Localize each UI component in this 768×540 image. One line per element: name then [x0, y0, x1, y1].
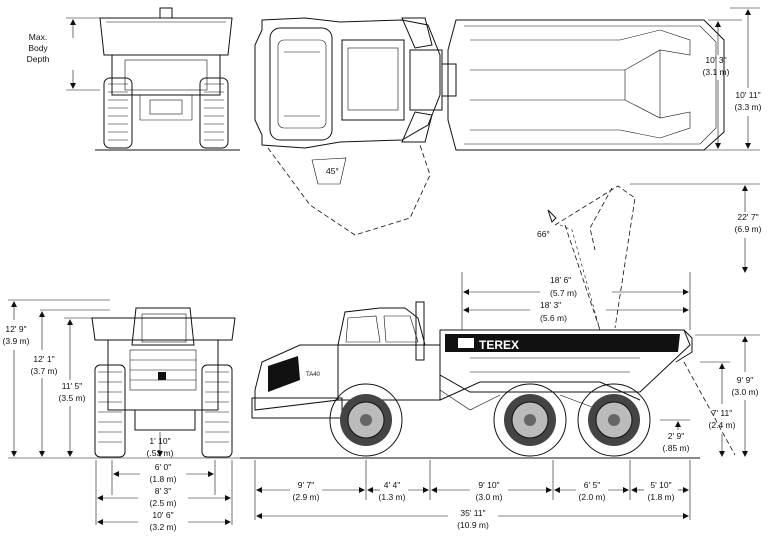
- height-body-dim: 11' 5": [62, 381, 83, 391]
- articulation-angle-label: 45°: [326, 166, 339, 176]
- front-overhang-dim-m: (2.9 m): [293, 492, 320, 502]
- body-depth-label-1: Max.: [29, 32, 47, 42]
- rear-height-dim-m: (3.0 m): [732, 387, 759, 397]
- width-overall-dim: 10' 6": [152, 510, 173, 520]
- raised-body-outline: 66° 22' 7" (6.9 m): [537, 183, 762, 331]
- front-axle-dim: 4' 4": [384, 480, 400, 490]
- dump-height-dim-m: (6.9 m): [735, 224, 762, 234]
- height-overall-dim: 12' 9": [5, 324, 26, 334]
- rear-wheelbase-dim-m: (2.0 m): [579, 492, 606, 502]
- height-body-dim-m: (3.5 m): [59, 393, 86, 403]
- front-axle-dim-m: (1.3 m): [379, 492, 406, 502]
- body-length-dim-m: (5.7 m): [550, 288, 577, 298]
- overall-length-dim-m: (10.9 m): [457, 520, 489, 530]
- front-view: 12' 9" (3.9 m) 12' 1" (3.7 m) 11' 5" (3.…: [3, 299, 240, 532]
- rear-overhang-dim: 5' 10": [650, 480, 671, 490]
- track-dim-m: (1.8 m): [150, 474, 177, 484]
- height-overall-dim-m: (3.9 m): [3, 336, 30, 346]
- body-inner-dim: 18' 3": [540, 300, 561, 310]
- side-view: 18' 6" (5.7 m) 18' 3" (5.6 m) TEREX TA40: [240, 272, 760, 530]
- body-depth-label-2: Body: [28, 43, 48, 53]
- width-overall-dim-m: (3.2 m): [150, 522, 177, 532]
- ground-clearance-dim: 1' 10": [149, 436, 170, 446]
- body-length-dim: 18' 6": [550, 275, 571, 285]
- tail-low-dim: 2' 9": [668, 431, 684, 441]
- body-width-dim: 10' 3": [705, 55, 726, 65]
- overall-width-top-dim: 10' 11": [735, 90, 760, 100]
- tail-low-dim-m: (.85 m): [663, 443, 690, 453]
- overall-width-top-dim-m: (3.3 m): [735, 102, 762, 112]
- dump-height-dim: 22' 7": [737, 212, 758, 222]
- rear-wheel: [577, 383, 651, 457]
- rear-wheelbase-dim: 6' 5": [584, 480, 600, 490]
- brand-logo-text: TEREX: [479, 338, 519, 352]
- body-inner-dim-m: (5.6 m): [540, 313, 567, 323]
- middle-wheelbase-dim: 9' 10": [478, 480, 499, 490]
- track-dim: 6' 0": [155, 462, 171, 472]
- tail-height-dim-m: (2.4 m): [709, 420, 736, 430]
- middle-wheelbase-dim-m: (3.0 m): [476, 492, 503, 502]
- overall-length-dim: 35' 11": [460, 508, 485, 518]
- body-width-dim-m: (3.1 m): [703, 67, 730, 77]
- middle-wheel: [493, 383, 567, 457]
- ground-clearance-dim-m: (.53 m): [147, 448, 174, 458]
- width-tyres-dim-m: (2.5 m): [150, 498, 177, 508]
- tail-height-dim: 7' 11": [712, 408, 733, 418]
- model-badge: TA40: [306, 372, 321, 378]
- rear-view-top: Max. Body Depth: [27, 7, 240, 151]
- plan-view: 45° 10' 3" (3.1 m) 10' 11" (3.3 m): [254, 7, 762, 236]
- rear-height-dim: 9' 9": [737, 375, 753, 385]
- front-wheel: [329, 383, 403, 457]
- width-tyres-dim: 8' 3": [155, 486, 171, 496]
- front-overhang-dim: 9' 7": [298, 480, 314, 490]
- height-cab-dim: 12' 1": [33, 354, 54, 364]
- rear-overhang-dim-m: (1.8 m): [648, 492, 675, 502]
- body-depth-label-3: Depth: [27, 54, 50, 64]
- height-cab-dim-m: (3.7 m): [31, 366, 58, 376]
- dump-angle-label: 66°: [537, 229, 550, 239]
